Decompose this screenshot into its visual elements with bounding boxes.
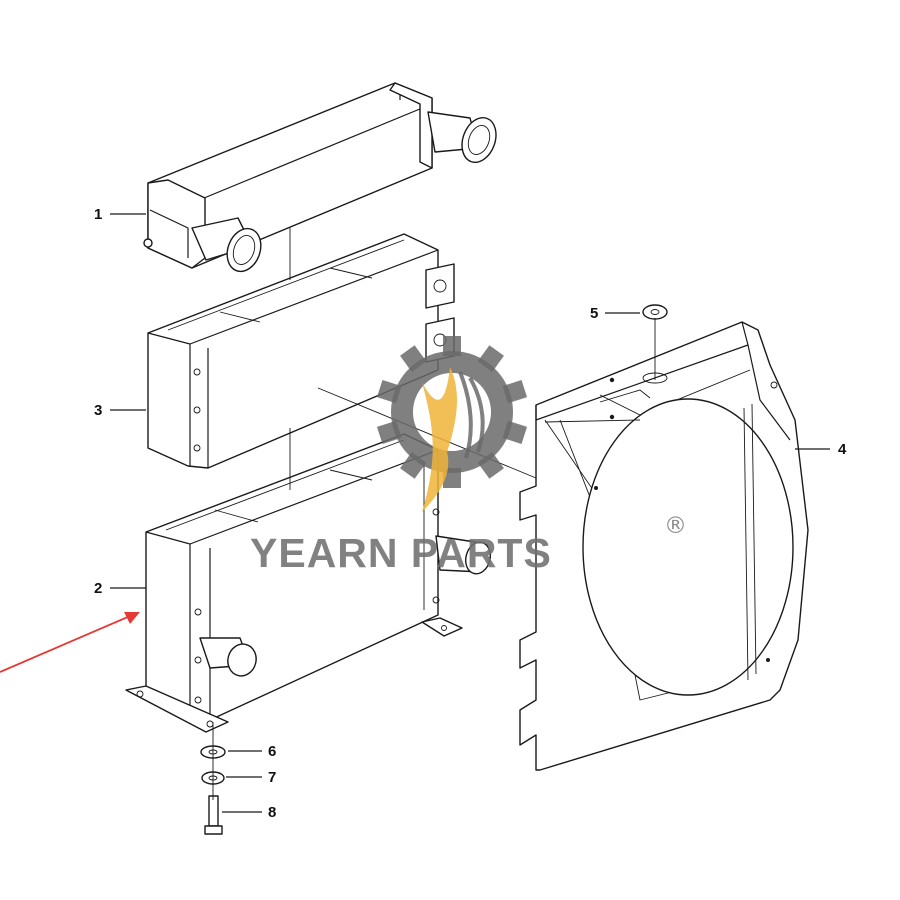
callout-5: 5 xyxy=(590,305,640,322)
callout-8: 8 xyxy=(222,804,276,821)
registered-mark: ® xyxy=(664,513,687,539)
grommet-part-5 xyxy=(642,304,668,320)
gear-logo-icon xyxy=(376,336,528,512)
gear-tooth xyxy=(443,468,461,488)
callout-3: 3 xyxy=(94,402,146,419)
callout-label-8: 8 xyxy=(268,804,276,821)
brand-name: YEARN PARTS xyxy=(250,530,552,576)
radiator-part-2 xyxy=(125,433,492,733)
callout-6: 6 xyxy=(228,743,276,760)
brand-watermark: YEARN PARTS ® xyxy=(250,336,687,576)
gear-tooth xyxy=(443,336,461,356)
callout-label-7: 7 xyxy=(268,769,276,786)
charge-air-cooler-part-1 xyxy=(143,82,497,273)
callout-label-3: 3 xyxy=(94,402,102,419)
callout-label-1: 1 xyxy=(94,206,102,223)
fan-shroud-part-4 xyxy=(519,321,809,771)
bolt-part-8 xyxy=(204,795,223,835)
callout-4: 4 xyxy=(795,441,847,458)
callout-label-6: 6 xyxy=(268,743,276,760)
callout-1: 1 xyxy=(94,206,146,223)
callout-label-2: 2 xyxy=(94,580,102,597)
callout-2: 2 xyxy=(94,580,146,597)
callout-label-4: 4 xyxy=(838,441,847,458)
callout-7: 7 xyxy=(226,769,276,786)
callout-label-5: 5 xyxy=(590,305,598,322)
highlight-arrow xyxy=(0,612,140,673)
